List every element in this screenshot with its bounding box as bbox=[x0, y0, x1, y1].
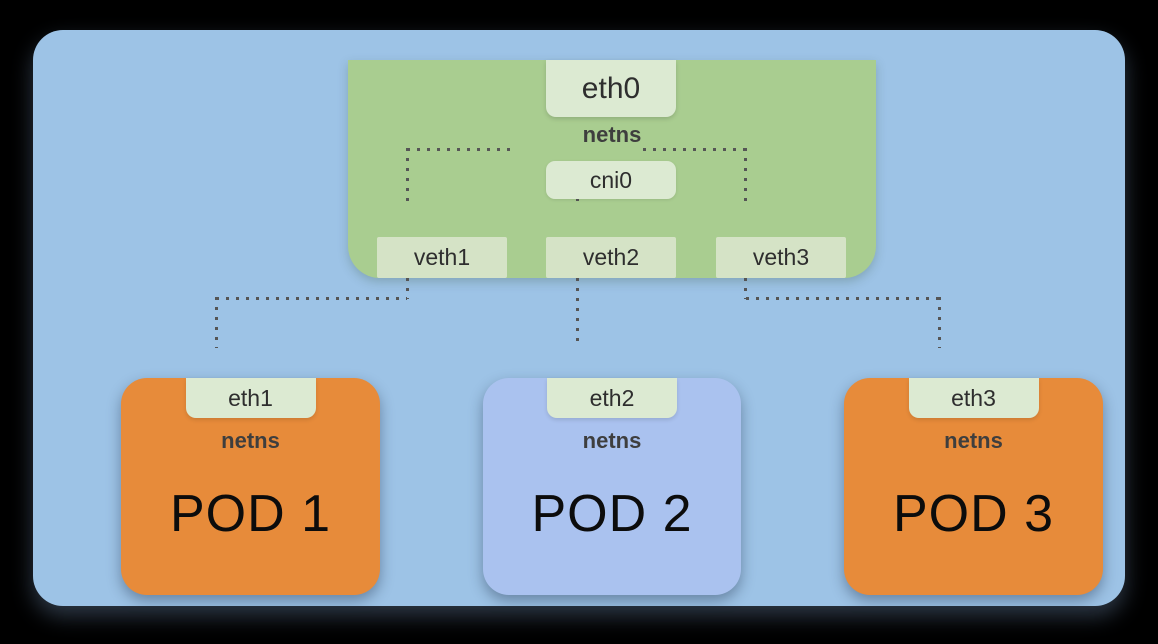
link-cni0-veth3-horizontal bbox=[643, 148, 747, 151]
pod-2-name: POD 2 bbox=[531, 485, 693, 543]
link-veth3-pod3-horizontal bbox=[746, 297, 940, 300]
link-veth1-pod1-vertical-lower bbox=[215, 297, 218, 348]
pod-2-box: eth2 netns POD 2 bbox=[483, 378, 741, 595]
pod-1-name: POD 1 bbox=[169, 485, 332, 543]
link-veth1-pod1-horizontal bbox=[216, 297, 407, 300]
link-cni0-veth3-vertical bbox=[744, 148, 747, 208]
eth3-interface-box: eth3 bbox=[908, 378, 1039, 418]
root-netns-box: eth0 netns cni0 veth1 veth2 veth3 bbox=[348, 60, 876, 278]
eth1-interface-box: eth1 bbox=[185, 378, 316, 418]
pod-2-netns-label: netns bbox=[582, 428, 642, 453]
pod-1-netns-label: netns bbox=[221, 428, 280, 453]
veth2-interface-box: veth2 bbox=[546, 237, 676, 278]
pod-3-box: eth3 netns POD 3 bbox=[844, 378, 1103, 595]
link-cni0-veth1-horizontal bbox=[407, 148, 513, 151]
pod-1-box: eth1 netns POD 1 bbox=[121, 378, 380, 595]
veth3-interface-box: veth3 bbox=[716, 237, 846, 278]
cni0-bridge-box: cni0 bbox=[546, 161, 676, 199]
link-veth3-pod3-vertical-lower bbox=[938, 297, 941, 348]
pod-3-name: POD 3 bbox=[892, 485, 1055, 543]
pod-3-netns-label: netns bbox=[944, 428, 1003, 453]
veth1-interface-box: veth1 bbox=[377, 237, 507, 278]
node-box: eth0 netns cni0 veth1 veth2 veth3 eth1 n… bbox=[33, 30, 1125, 606]
eth2-interface-box: eth2 bbox=[547, 378, 677, 418]
eth0-interface-box: eth0 bbox=[546, 60, 676, 117]
link-cni0-veth1-vertical bbox=[406, 148, 409, 208]
link-veth2-pod2-vertical bbox=[576, 248, 579, 348]
root-netns-label: netns bbox=[582, 122, 642, 147]
